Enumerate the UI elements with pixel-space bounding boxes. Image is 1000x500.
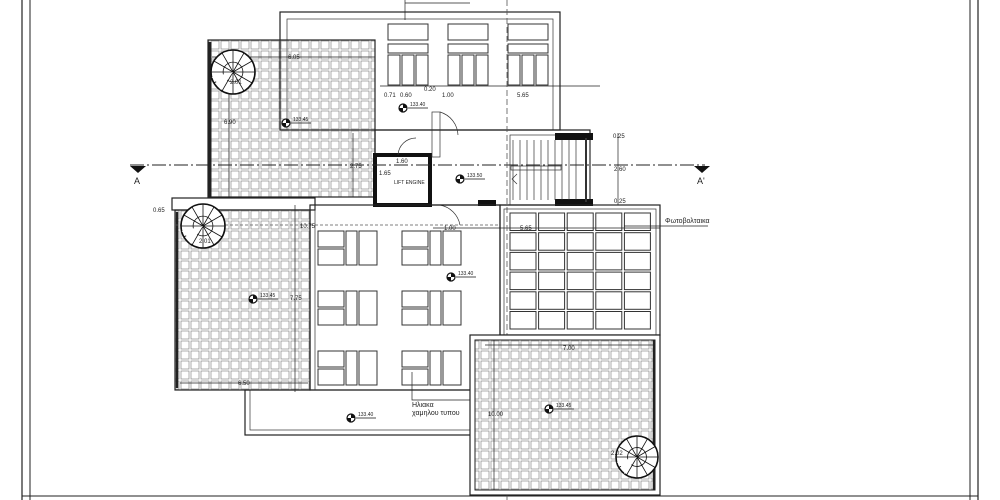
level-marker: 133.40 [346, 412, 376, 423]
pv-panel [538, 232, 566, 251]
spiral-stair-icon [180, 203, 226, 249]
pv-panel [509, 291, 537, 310]
dim-text: 2.60 [614, 167, 626, 173]
level-marker: 133.45 [281, 117, 311, 128]
solar-heater-unit [447, 23, 489, 86]
photovoltaics-label: Φωτοβολταικα [665, 218, 710, 225]
sheet-border [21, 0, 979, 500]
dimensions: 6.05 6.90 2.75 0.71 0.60 0.20 1.00 5.65 … [153, 55, 626, 418]
solar-heater-unit [401, 350, 462, 386]
spiral-stair-icon [210, 49, 256, 95]
level-value: 133.50 [467, 173, 483, 179]
middle-solar-heaters [317, 230, 462, 386]
pv-panel [566, 311, 594, 330]
stair-labels: 2.01 2.01 2.02 [199, 80, 623, 457]
pv-panel [595, 251, 623, 271]
level-value: 133.40 [410, 102, 426, 108]
dim-text: 6.90 [224, 120, 236, 126]
level-value: 133.45 [260, 293, 276, 299]
dim-text: 0.65 [153, 208, 165, 214]
dim-text: 2.75 [350, 164, 362, 170]
pv-panel [538, 212, 566, 231]
dim-text: 7.00 [563, 346, 575, 352]
pv-panel [566, 271, 594, 291]
dim-text: 1.60 [396, 159, 408, 165]
solar-heater-unit [401, 230, 462, 266]
stair-label: 2.01 [230, 80, 242, 86]
pv-panel [595, 291, 623, 310]
pv-panel [509, 212, 537, 231]
section-marker-right-label: A' [697, 176, 705, 186]
section-marker-right: A' [694, 166, 710, 186]
pv-panel [538, 311, 566, 330]
pv-panel [538, 251, 566, 271]
pv-panel [538, 271, 566, 291]
spiral-stair-icon [615, 435, 659, 479]
dim-text: 0.20 [424, 87, 436, 93]
solar-heater-unit [401, 290, 462, 326]
level-value: 133.45 [556, 403, 572, 409]
dim-text: 6.50 [238, 381, 250, 387]
level-marker: 133.45 [248, 293, 278, 304]
stair-label: 2.01 [199, 239, 211, 245]
pv-panel [538, 291, 566, 310]
level-marker: 133.40 [398, 102, 428, 113]
solar-heater-unit [317, 350, 378, 386]
pv-panel [509, 311, 537, 330]
lift-engine-label: LIFT ENGINE [394, 180, 425, 186]
level-value: 133.40 [458, 271, 474, 277]
pv-panel [623, 311, 651, 330]
core [373, 85, 660, 229]
dim-text: 6.05 [288, 55, 300, 61]
pv-panel [566, 232, 594, 251]
dim-text: 0.60 [400, 93, 412, 99]
dim-text: 1.65 [379, 171, 391, 177]
solar-heater-unit [317, 290, 378, 326]
solar-heater-unit [317, 230, 378, 266]
dim-text: 5.65 [520, 226, 532, 232]
pv-panel [566, 212, 594, 231]
dim-text: 1.00 [442, 93, 454, 99]
solar-heater-unit [507, 23, 549, 86]
solar-heaters-label-2: χαμηλου τυπου [412, 410, 460, 417]
pv-panel [595, 271, 623, 291]
level-marker: 133.40 [446, 271, 476, 282]
pv-panel [623, 291, 651, 310]
pv-panel [566, 251, 594, 271]
dim-text: 7.75 [290, 296, 302, 302]
solar-heater-unit [387, 23, 429, 86]
pv-panel [509, 271, 537, 291]
pv-panel [509, 251, 537, 271]
pv-panel [595, 232, 623, 251]
level-value: 133.45 [293, 117, 309, 123]
pv-panel [566, 291, 594, 310]
pv-panel [623, 271, 651, 291]
top-solar-heaters [387, 23, 549, 86]
section-marker-left: A [130, 166, 146, 186]
pv-panel [623, 212, 651, 231]
dim-text: 10.75 [300, 224, 316, 230]
pv-panel [595, 311, 623, 330]
dim-text: 10.00 [488, 412, 504, 418]
dim-text: 5.65 [517, 93, 529, 99]
dim-text: 0.25 [614, 199, 626, 205]
pv-panel [623, 251, 651, 271]
dim-text: 0.71 [384, 93, 396, 99]
pv-panel [595, 212, 623, 231]
level-marker: 133.45 [544, 403, 574, 414]
pv-panel [509, 232, 537, 251]
level-value: 133.40 [358, 412, 374, 418]
section-marker-left-label: A [134, 176, 140, 186]
level-marker: 133.50 [455, 173, 485, 184]
dim-text: 0.25 [613, 134, 625, 140]
dim-text: 1.00 [444, 226, 456, 232]
stair-label: 2.02 [611, 451, 623, 457]
solar-heaters-label-1: Ηλιακα [412, 402, 434, 409]
pv-panel [623, 232, 651, 251]
